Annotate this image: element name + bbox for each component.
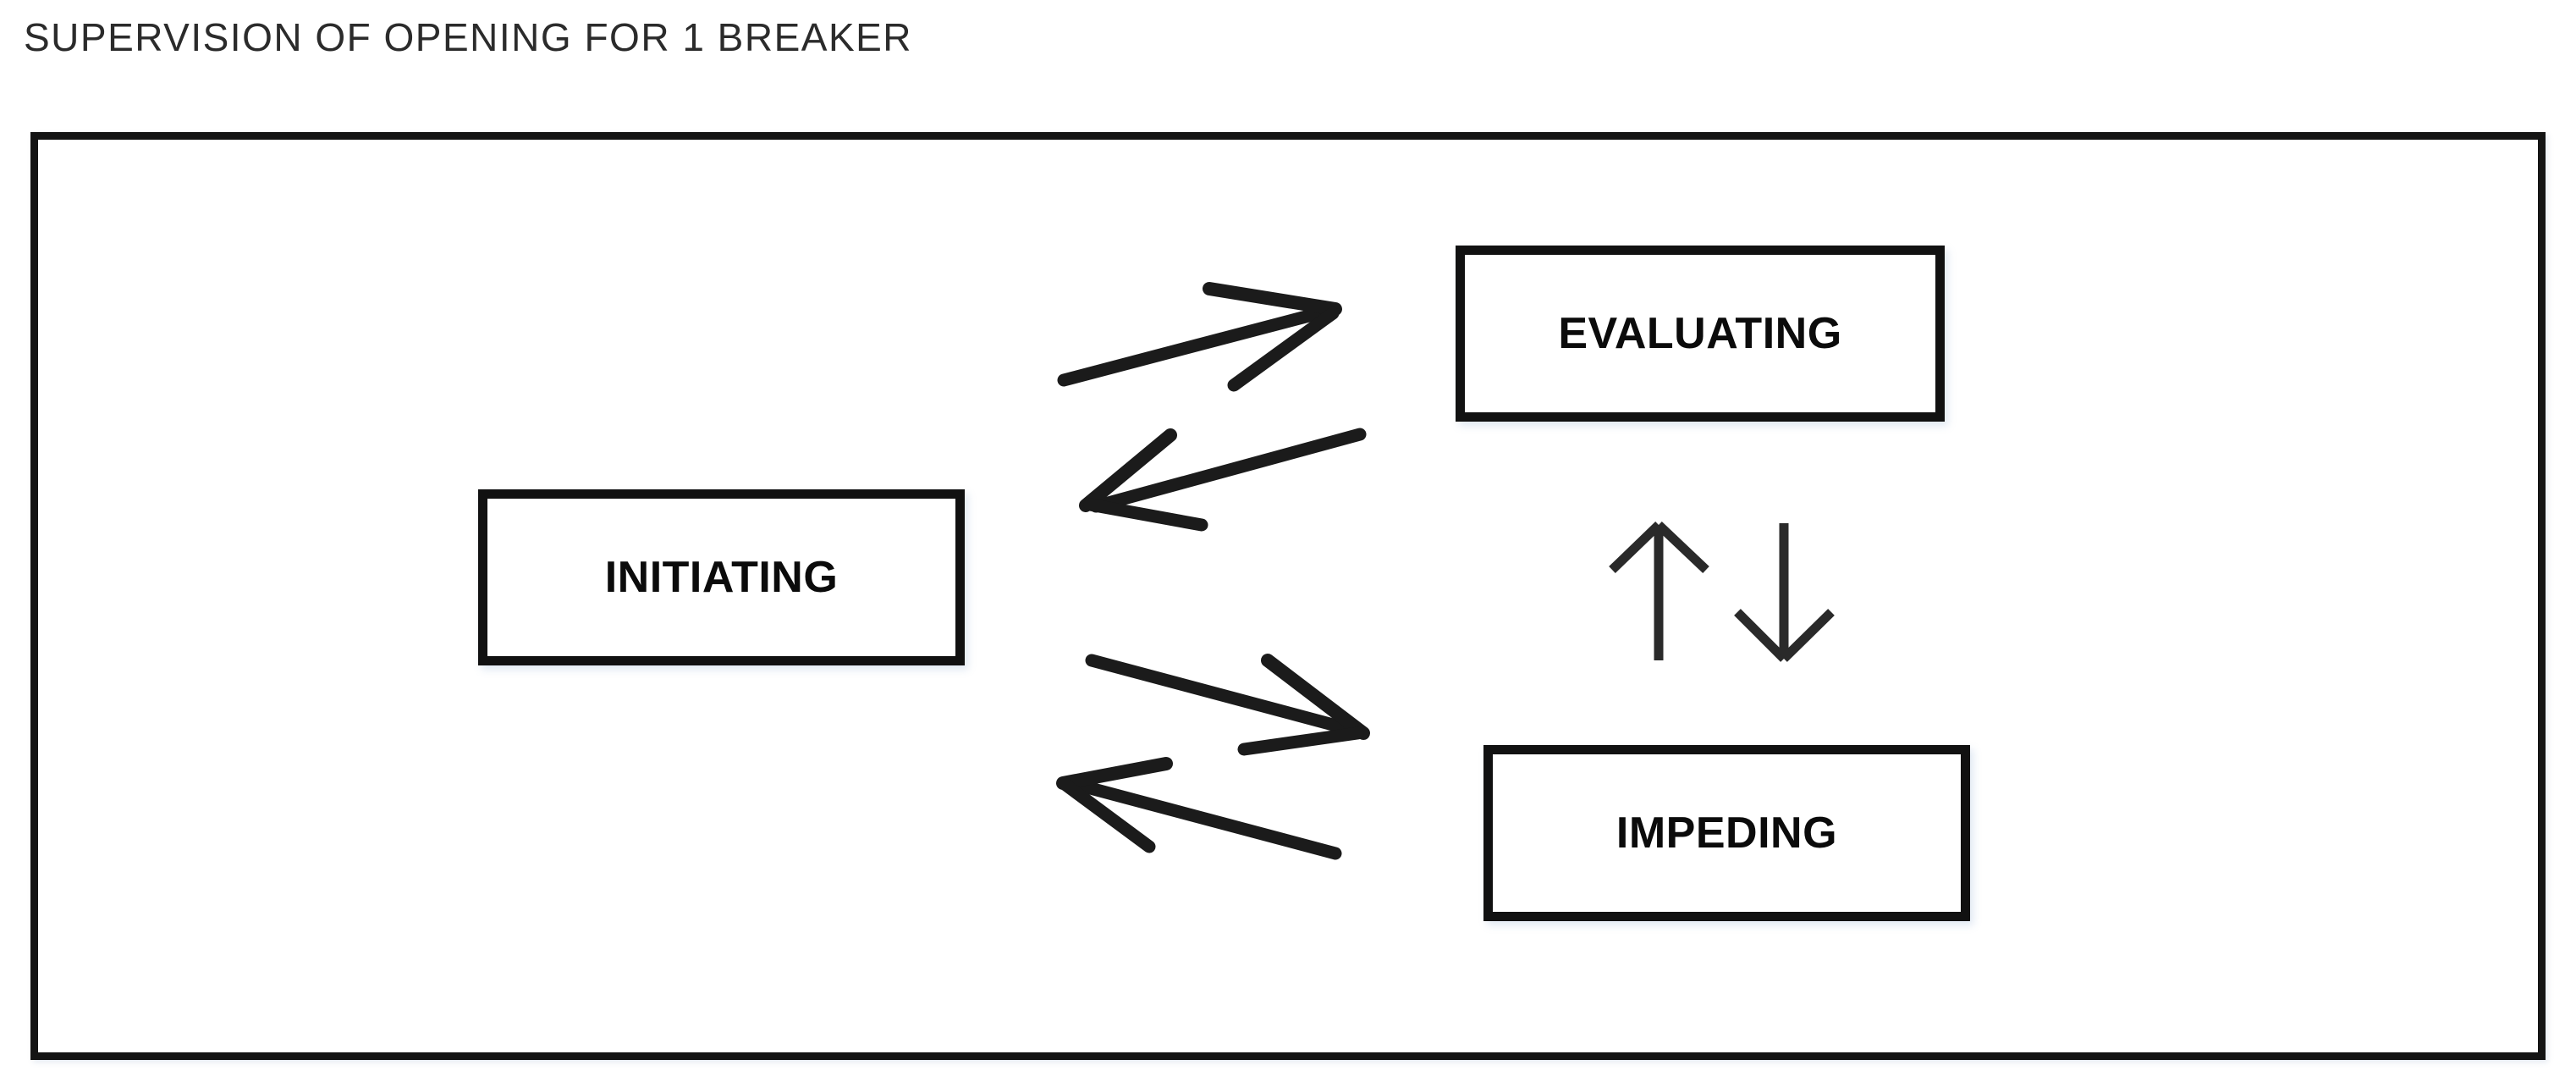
state-label-initiating: INITIATING — [604, 553, 839, 602]
state-label-evaluating: EVALUATING — [1558, 309, 1842, 358]
state-box-evaluating[interactable]: EVALUATING — [1456, 246, 1945, 422]
state-label-impeding: IMPEDING — [1616, 809, 1838, 858]
diagram-frame — [30, 132, 2546, 1060]
state-box-impeding[interactable]: IMPEDING — [1483, 745, 1970, 921]
state-box-initiating[interactable]: INITIATING — [478, 489, 965, 665]
page-title: SUPERVISION OF OPENING FOR 1 BREAKER — [24, 15, 913, 59]
